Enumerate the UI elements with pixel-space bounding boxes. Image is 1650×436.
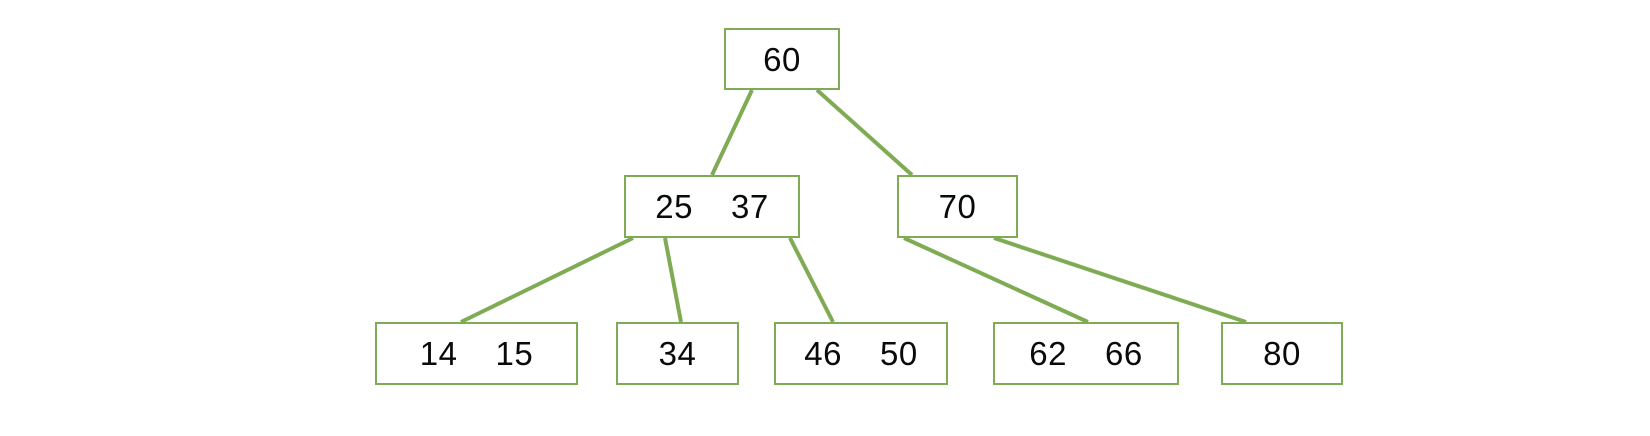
btree-node[interactable]: 60: [724, 28, 840, 90]
btree-node-key: 80: [1263, 335, 1301, 372]
btree-node-key: 37: [731, 188, 769, 225]
btree-node-key: 34: [658, 335, 697, 372]
btree-node-key: 70: [938, 188, 977, 225]
btree-node-key: 66: [1105, 335, 1143, 372]
btree-node-key: 62: [1029, 335, 1067, 372]
btree-node[interactable]: 80: [1221, 322, 1343, 385]
btree-node[interactable]: 46 50: [774, 322, 948, 385]
btree-node-key: 15: [495, 335, 534, 372]
btree-node-key: 50: [880, 335, 918, 372]
btree-node[interactable]: 34: [616, 322, 739, 385]
btree-node[interactable]: 25 37: [624, 175, 800, 238]
btree-node-key: 25: [655, 188, 693, 225]
btree-node[interactable]: 62 66: [993, 322, 1179, 385]
btree-node[interactable]: 14 15: [375, 322, 578, 385]
btree-node-key: 14: [419, 335, 458, 372]
btree-node-key: 46: [804, 335, 842, 372]
btree-node-key: 60: [763, 40, 801, 78]
btree-node[interactable]: 70: [897, 175, 1018, 238]
